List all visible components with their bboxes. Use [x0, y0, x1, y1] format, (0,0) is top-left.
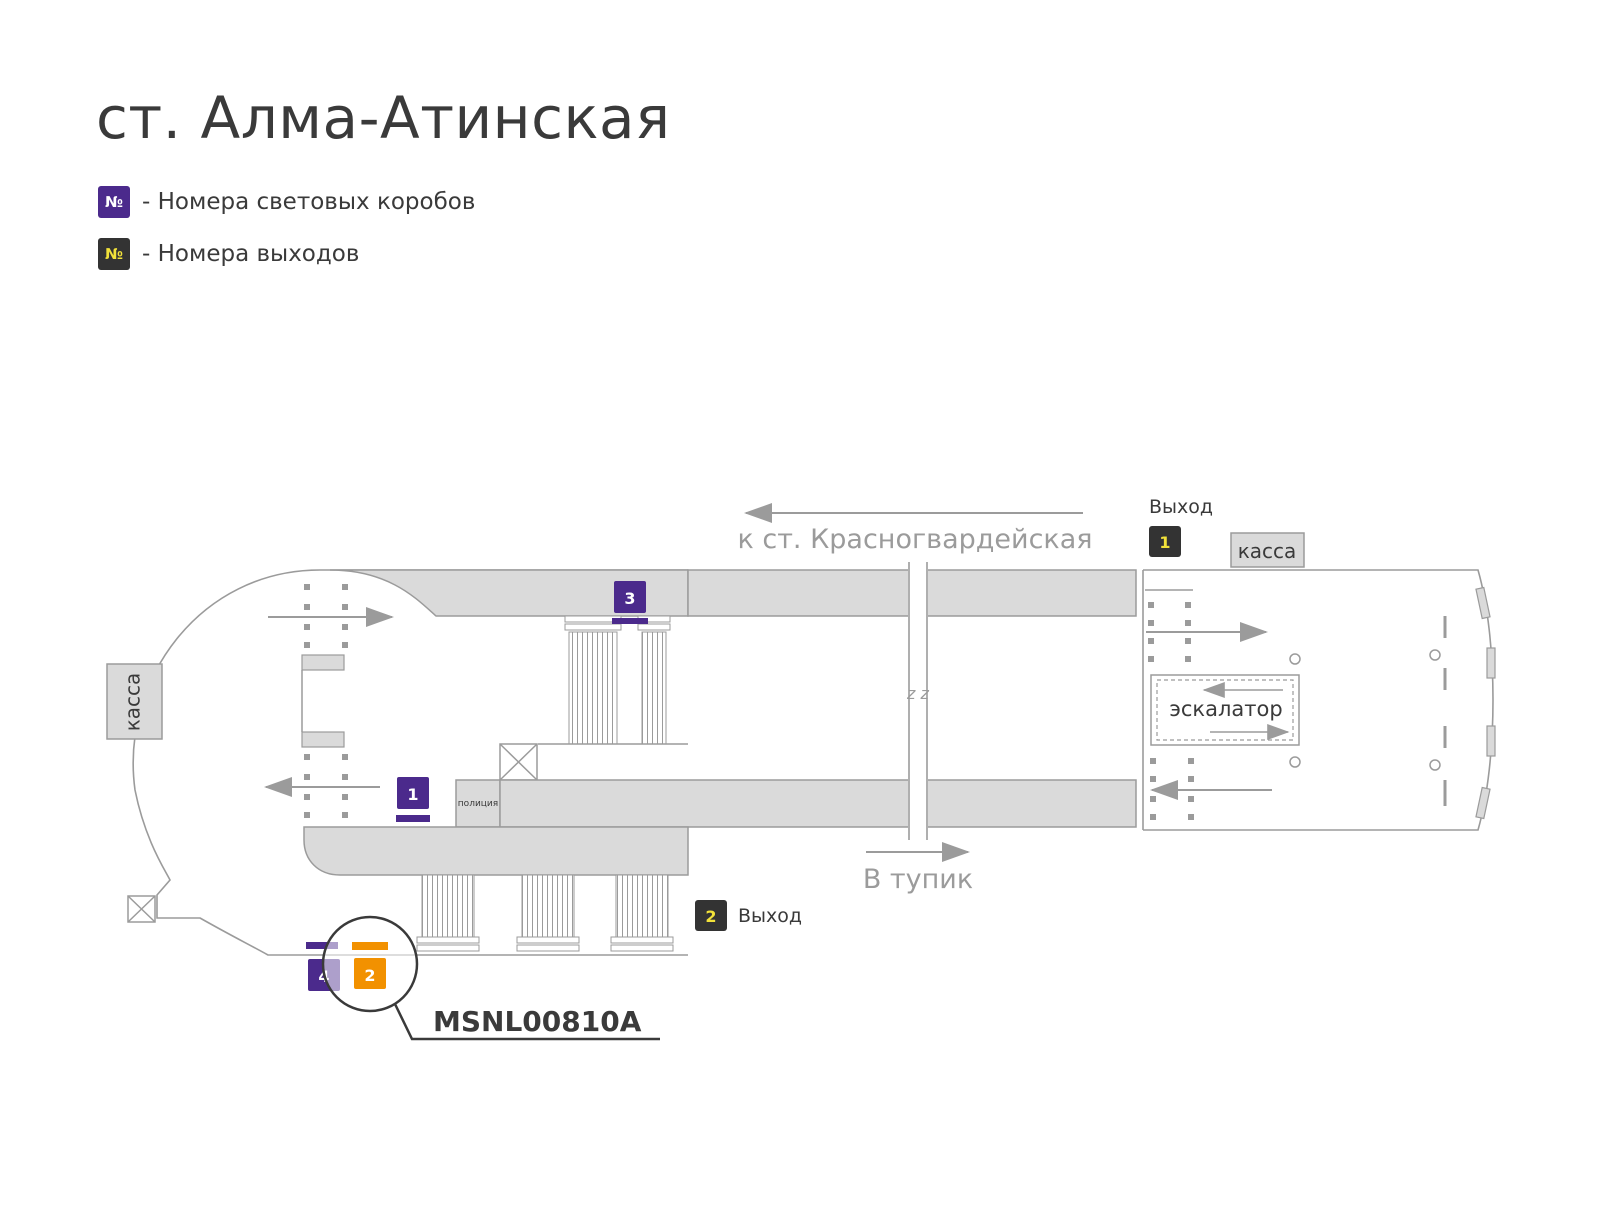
lightbox-1-number: 1	[407, 785, 418, 804]
highlight-box-badge	[354, 958, 386, 989]
track-break	[908, 562, 928, 840]
stairs-upper	[564, 615, 671, 745]
exit-2-badge	[695, 900, 727, 931]
callout-code: MSNL00810A	[433, 1005, 642, 1038]
ventilation-box-middle	[499, 743, 538, 781]
callout-leader	[393, 1003, 660, 1041]
legend-lightbox-text: - Номера световых коробов	[142, 189, 476, 215]
kassa-left-box	[106, 663, 163, 740]
left-hall-outline	[132, 569, 688, 956]
middle-platform	[499, 779, 1137, 828]
lightbox-1-badge	[397, 777, 429, 809]
escalator-label: эскалатор	[1169, 697, 1282, 721]
legend-item-lightboxes: № - Номера световых коробов	[98, 186, 475, 218]
barrier-bracket	[301, 654, 345, 748]
lightbox-3-badge	[614, 581, 646, 613]
stairs-lower	[416, 874, 674, 952]
exit-2-number: 2	[705, 907, 716, 926]
exit-doors-right	[1475, 586, 1496, 820]
vestibule-pillars	[1289, 649, 1441, 771]
direction-bottom-label: В тупик	[863, 864, 973, 895]
police-label: полиция	[458, 799, 498, 809]
highlight-box-number: 2	[364, 966, 375, 985]
page-title: ст. Алма-Атинская	[96, 84, 671, 152]
lower-platform	[303, 826, 689, 876]
kassa-left-label: касса	[121, 673, 145, 732]
direction-top-label: к ст. Красногвардейская	[737, 524, 1092, 555]
exit-1-number: 1	[1159, 533, 1170, 552]
lightbox-3-marker	[612, 618, 648, 624]
break-mark: z z	[906, 684, 929, 703]
kassa-right-box	[1230, 532, 1305, 568]
lightbox-4-marker	[306, 942, 338, 949]
lightbox-3-number: 3	[624, 589, 635, 608]
legend-item-exits: № - Номера выходов	[98, 238, 359, 270]
exit-1-label: Выход	[1149, 496, 1213, 518]
exit-1-badge	[1149, 526, 1181, 557]
ventilation-box-left	[127, 895, 156, 923]
kassa-right-label: касса	[1238, 539, 1297, 563]
exit-2-label: Выход	[738, 905, 802, 927]
highlight-box-marker	[352, 942, 388, 950]
lightbox-1-marker	[396, 815, 430, 822]
legend-exit-badge: №	[98, 238, 130, 270]
legend-exit-text: - Номера выходов	[142, 241, 360, 267]
police-box	[455, 779, 501, 828]
upper-platform	[329, 569, 689, 617]
turnstiles-left	[304, 584, 348, 818]
legend-lightbox-badge: №	[98, 186, 130, 218]
